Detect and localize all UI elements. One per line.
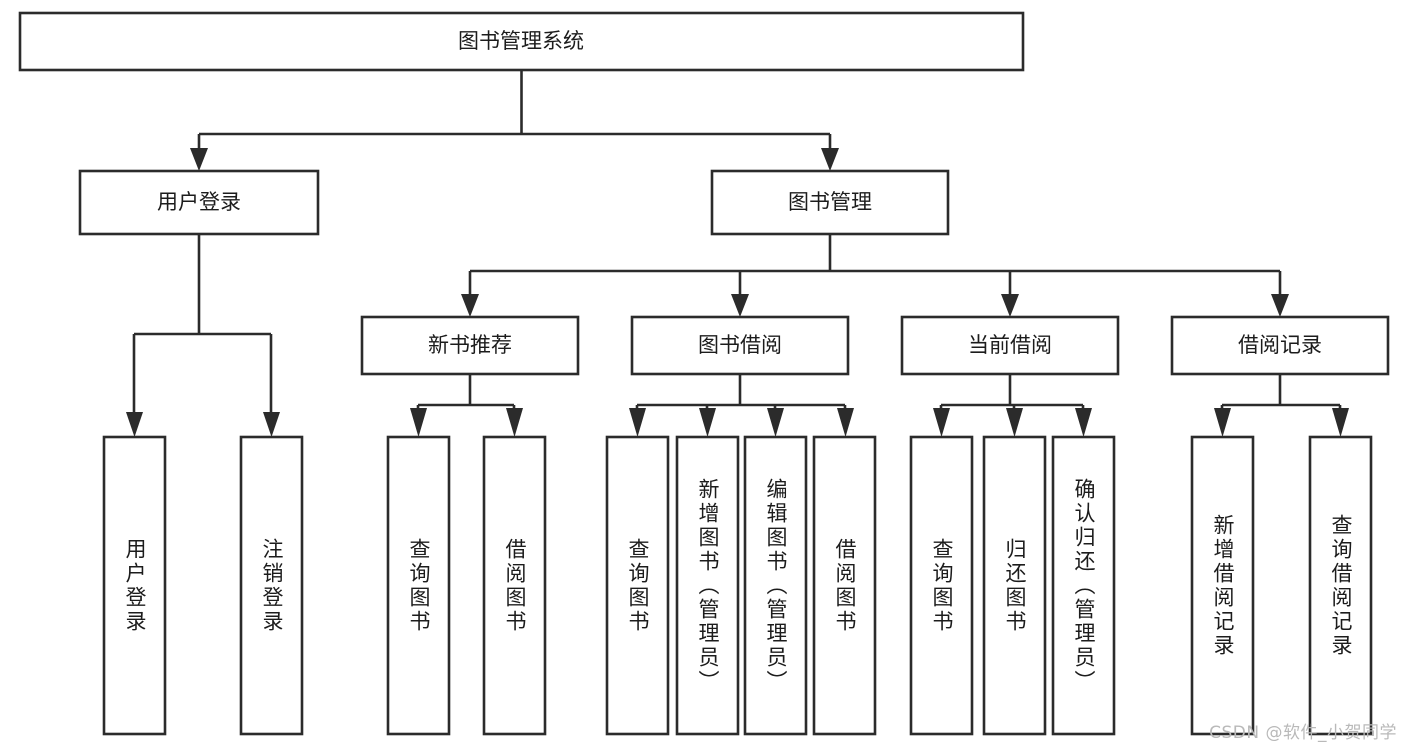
connector-group-book-management xyxy=(461,234,1289,317)
node-box-book-borrow[interactable] xyxy=(630,315,850,376)
node-box-user-login[interactable] xyxy=(78,169,320,236)
arrowhead-leaf-borrow-book xyxy=(837,408,854,437)
connector-group-book-borrow xyxy=(629,374,854,437)
node-box-leaf-user-logout[interactable] xyxy=(239,435,304,736)
node-box-leaf-return-book[interactable] xyxy=(982,435,1047,736)
arrowhead-leaf-return-book xyxy=(1006,408,1023,437)
node-box-current-borrow[interactable] xyxy=(900,315,1120,376)
node-box-leaf-confirm-return-admin[interactable] xyxy=(1051,435,1116,736)
arrowhead-leaf-query-book-borrow xyxy=(629,408,646,437)
arrowhead-leaf-user-logout xyxy=(263,412,280,437)
node-horizontal-labels: 图书管理系统 用户登录 图书管理 新书推荐 图书借阅 当前借阅 借阅记录 xyxy=(157,29,1322,357)
node-box-leaf-borrow-book-recommend[interactable] xyxy=(482,435,547,736)
arrowhead-book-borrow xyxy=(731,294,749,317)
connector-group-borrow-record xyxy=(1214,374,1349,437)
node-box-leaf-user-login[interactable] xyxy=(102,435,167,736)
node-label-book-borrow: 图书借阅 xyxy=(698,333,782,357)
arrowhead-current-borrow xyxy=(1001,294,1019,317)
node-label-book-management: 图书管理 xyxy=(788,190,872,214)
node-label-root: 图书管理系统 xyxy=(458,29,584,53)
arrowhead-leaf-query-borrow-record xyxy=(1332,408,1349,437)
arrowhead-leaf-query-book-current xyxy=(933,408,950,437)
node-box-book-management[interactable] xyxy=(710,169,950,236)
node-boxes xyxy=(18,11,1390,736)
connector-group-current-borrow xyxy=(933,374,1092,437)
node-label-new-book-recommend: 新书推荐 xyxy=(428,333,512,357)
arrowhead-book-management xyxy=(821,148,839,171)
node-box-root[interactable] xyxy=(18,11,1025,72)
connector-group-new-book-recommend xyxy=(410,374,523,437)
connector-group-root xyxy=(190,70,839,171)
arrowhead-leaf-edit-book-admin xyxy=(767,408,784,437)
arrowhead-leaf-borrow-book-recommend xyxy=(506,408,523,437)
connector-group-user-login xyxy=(126,234,280,437)
arrowhead-user-login xyxy=(190,148,208,171)
arrowhead-leaf-add-borrow-record xyxy=(1214,408,1231,437)
arrowhead-leaf-query-book-recommend xyxy=(410,408,427,437)
node-label-borrow-record: 借阅记录 xyxy=(1238,333,1322,357)
arrowhead-leaf-confirm-return-admin xyxy=(1075,408,1092,437)
node-box-leaf-borrow-book[interactable] xyxy=(812,435,877,736)
watermark-text: CSDN @软件_小贺同学 xyxy=(1209,723,1397,743)
arrowhead-leaf-add-book-admin xyxy=(699,408,716,437)
node-box-new-book-recommend[interactable] xyxy=(360,315,580,376)
node-box-leaf-edit-book-admin[interactable] xyxy=(743,435,808,736)
node-box-leaf-query-book-borrow[interactable] xyxy=(605,435,670,736)
arrowhead-leaf-user-login xyxy=(126,412,143,437)
arrowhead-borrow-record xyxy=(1271,294,1289,317)
node-box-leaf-add-borrow-record[interactable] xyxy=(1190,435,1255,736)
node-label-user-login: 用户登录 xyxy=(157,190,241,214)
node-box-borrow-record[interactable] xyxy=(1170,315,1390,376)
node-label-current-borrow: 当前借阅 xyxy=(968,333,1052,357)
arrowhead-new-book-recommend xyxy=(461,294,479,317)
node-box-leaf-query-borrow-record[interactable] xyxy=(1308,435,1373,736)
node-box-leaf-add-book-admin[interactable] xyxy=(675,435,740,736)
node-box-leaf-query-book-recommend[interactable] xyxy=(386,435,451,736)
node-box-leaf-query-book-current[interactable] xyxy=(909,435,974,736)
